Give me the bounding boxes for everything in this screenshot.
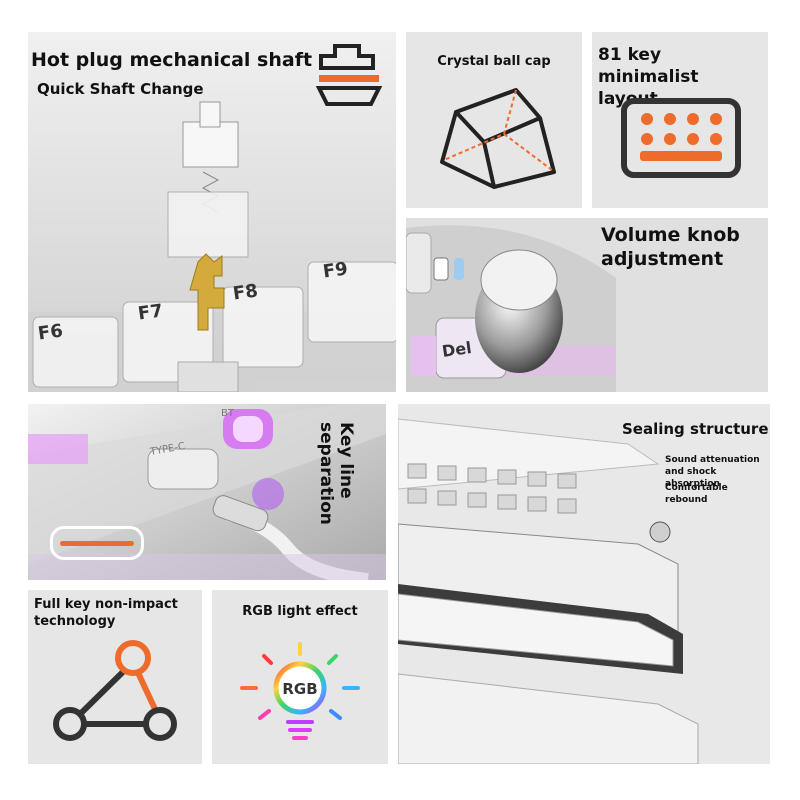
type-c-port-highlight xyxy=(50,526,144,560)
triangle-network-icon xyxy=(53,640,177,741)
layout81-title: 81 key minimalist layout xyxy=(598,45,699,109)
sealing-note-2: Comfortable rebound xyxy=(665,483,728,505)
sealing-panel: Sealing structure Sound attenuation and … xyxy=(398,404,770,764)
keyboard-icon xyxy=(621,98,741,178)
sealing-illustration xyxy=(398,404,770,764)
rgb-title: RGB light effect xyxy=(242,604,358,619)
volume-title: Volume knob adjustment xyxy=(601,224,740,270)
rgb-badge: RGB xyxy=(282,680,318,698)
key-label-f6: F6 xyxy=(36,320,65,345)
nonimpact-title: Full key non-impact technology xyxy=(34,597,178,629)
hotplug-panel: Hot plug mechanical shaft Quick Shaft Ch… xyxy=(28,32,396,392)
keyline-panel: TYPE-C BT Key line separation xyxy=(28,404,386,580)
bt-label: BT xyxy=(221,408,234,419)
crystal-cap-panel: Crystal ball cap xyxy=(406,32,582,208)
volume-panel: Volume knob adjustment Del xyxy=(406,218,768,392)
type-c-port-bar xyxy=(60,541,134,546)
layout81-panel: 81 key minimalist layout xyxy=(592,32,768,208)
hotplug-illustration xyxy=(28,32,396,392)
keycap-icon xyxy=(440,88,556,189)
rgb-panel: RGB light effect RGB xyxy=(212,590,388,764)
key-label-f8: F8 xyxy=(231,280,260,305)
sealing-note-1: Sound attenuation and shock absorption xyxy=(665,455,760,489)
key-label-f7: F7 xyxy=(136,300,165,325)
sealing-title: Sealing structure xyxy=(622,420,769,438)
crystal-cap-title: Crystal ball cap xyxy=(437,54,551,69)
volume-illustration xyxy=(406,218,768,392)
rgb-bulb-icon xyxy=(240,642,360,740)
switch-icon xyxy=(315,44,383,106)
del-key-label: Del xyxy=(440,338,473,361)
nonimpact-panel: Full key non-impact technology xyxy=(28,590,202,764)
hotplug-title: Hot plug mechanical shaft xyxy=(31,49,313,71)
keyline-title: Key line separation xyxy=(316,422,356,525)
hotplug-subtitle: Quick Shaft Change xyxy=(37,80,204,98)
key-label-f9: F9 xyxy=(321,258,350,283)
